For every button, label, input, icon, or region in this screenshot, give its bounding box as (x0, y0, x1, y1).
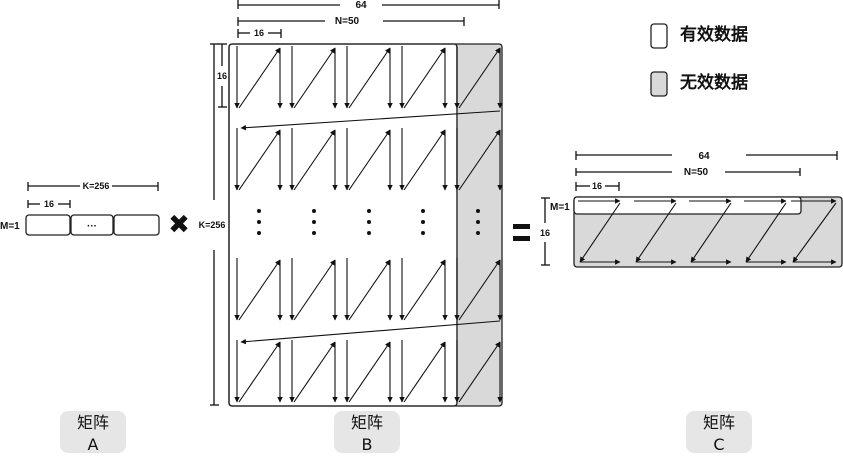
matrix-a-cell (70, 214, 114, 236)
matrix-b-valid-outline (228, 43, 458, 407)
matrix-c-tile-w-dimension (575, 182, 620, 191)
matrix-a-cell (25, 214, 71, 236)
traversal-arrow (240, 320, 501, 345)
traversal-arrow (238, 259, 281, 321)
ellipsis-dot (476, 220, 480, 224)
matrix-c-tag-bottom: C (713, 435, 724, 454)
matrix-c-tile-w-label: 16 (592, 181, 602, 191)
legend: 有效数据 无效数据 (650, 23, 748, 97)
traversal-arrow (579, 202, 621, 263)
matrix-b-tag-top: 矩阵 (351, 413, 383, 432)
matrix-b-n-label: N=50 (335, 16, 360, 27)
matrix-b-tile-w-dimension (237, 29, 282, 38)
matrix-b-tile-w-label: 16 (254, 28, 264, 38)
ellipsis-dot (367, 231, 371, 235)
matrix-a-tile-dimension (27, 200, 71, 208)
traversal-arrow (238, 129, 281, 191)
matrix-b-tile-h-dimension (218, 43, 227, 108)
traversal-arrow (293, 129, 336, 191)
matrix-c-traversal-arrows (578, 198, 837, 265)
ellipsis-dot (421, 220, 425, 224)
legend-invalid-swatch (650, 71, 668, 97)
legend-valid-label: 有效数据 (680, 24, 748, 45)
traversal-arrow (348, 259, 391, 321)
matrix-b-tag-bottom: B (362, 435, 373, 454)
ellipsis-dot (312, 231, 316, 235)
matrix-c: 64 N=50 16 M=1 16 (540, 151, 843, 268)
matrix-c-valid-row (573, 196, 802, 215)
traversal-arrow (293, 341, 336, 403)
times-operator: ✖ (168, 210, 190, 240)
matrix-a-ellipsis: ··· (87, 221, 97, 232)
matrix-a-tag: 矩阵 A (60, 411, 126, 454)
matrix-b-invalid-region (456, 44, 502, 406)
traversal-arrow (745, 202, 787, 263)
matrix-c-height-label: 16 (540, 228, 550, 238)
traversal-arrow (458, 259, 501, 321)
ellipsis-dot (312, 209, 316, 213)
matrix-c-width-dimension (575, 151, 838, 160)
matrix-a: K=256 16 M=1 ··· (0, 181, 160, 236)
legend-valid-swatch (650, 23, 668, 49)
traversal-arrow (403, 259, 446, 321)
matrix-a-k-label: K=256 (83, 181, 110, 191)
matrix-b-traversal-arrows (234, 46, 503, 403)
matrix-c-width-label: 64 (698, 151, 710, 162)
matrix-b-k-label: K=256 (199, 220, 226, 230)
matrix-b: 64 N=50 16 16 K=256 (199, 0, 503, 407)
traversal-arrow (403, 341, 446, 403)
matrix-c-n-label: N=50 (684, 167, 709, 178)
matrix-b-ellipsis-dots (257, 209, 480, 235)
matrix-c-tag-top: 矩阵 (703, 413, 735, 432)
matrix-b-tile-h-label: 16 (217, 71, 227, 81)
ellipsis-dot (257, 220, 261, 224)
ellipsis-dot (367, 220, 371, 224)
matrix-a-cell (113, 214, 160, 236)
ellipsis-dot (312, 220, 316, 224)
traversal-arrow (690, 202, 732, 263)
ellipsis-dot (367, 209, 371, 213)
traversal-arrow (403, 47, 446, 109)
matrix-a-tile-label: 16 (44, 199, 54, 209)
traversal-arrow (293, 259, 336, 321)
traversal-arrow (348, 129, 391, 191)
matrix-c-height-dimension (541, 197, 550, 266)
matrix-a-tag-top: 矩阵 (77, 413, 109, 432)
matrix-a-tag-bottom: A (88, 435, 99, 454)
matrix-b-k-dimension (210, 43, 219, 406)
traversal-arrow (458, 341, 501, 403)
traversal-arrow (238, 47, 281, 109)
equals-operator (513, 224, 530, 241)
traversal-arrow (403, 129, 446, 191)
matrix-a-m-label: M=1 (0, 221, 20, 232)
traversal-arrow (238, 341, 281, 403)
matrix-c-m-label: M=1 (550, 202, 570, 213)
traversal-arrow (240, 110, 501, 131)
legend-invalid-label: 无效数据 (679, 72, 748, 93)
matrix-c-n-dimension (575, 168, 801, 176)
traversal-arrow (348, 47, 391, 109)
matrix-b-width-label: 64 (355, 0, 367, 11)
matrix-b-n-dimension (237, 17, 465, 26)
ellipsis-dot (476, 231, 480, 235)
traversal-arrow (458, 129, 501, 191)
traversal-arrow (792, 202, 837, 263)
matrix-b-width-dimension (237, 0, 500, 9)
traversal-arrow (293, 47, 336, 109)
ellipsis-dot (257, 209, 261, 213)
ellipsis-dot (421, 209, 425, 213)
traversal-arrow (635, 202, 677, 263)
ellipsis-dot (476, 209, 480, 213)
ellipsis-dot (421, 231, 425, 235)
traversal-arrow (458, 47, 501, 109)
matrix-c-tag: 矩阵 C (686, 411, 752, 454)
ellipsis-dot (257, 231, 261, 235)
matrix-a-k-dimension (27, 182, 159, 191)
matrix-b-tag: 矩阵 B (334, 411, 400, 454)
traversal-arrow (348, 341, 391, 403)
